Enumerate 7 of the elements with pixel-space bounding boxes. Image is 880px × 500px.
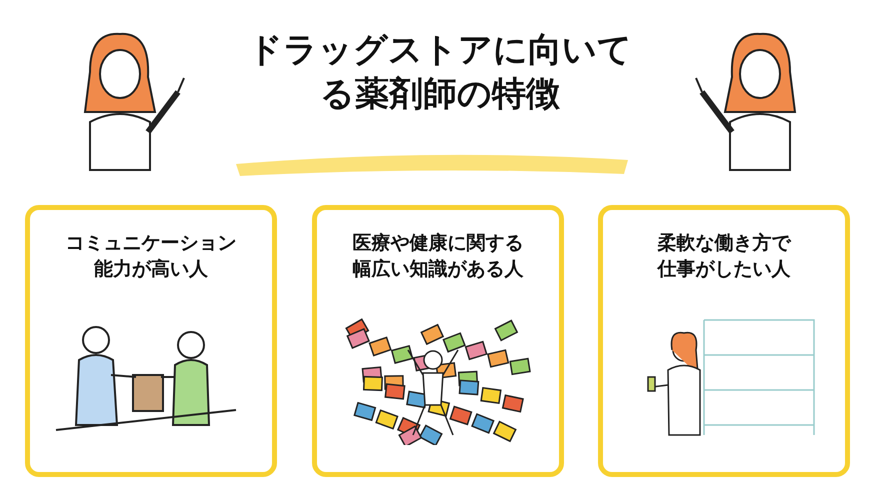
card-heading: 医療や健康に関する幅広い知識がある人	[351, 231, 524, 282]
card-heading: 柔軟な働き方で仕事がしたい人	[656, 231, 792, 282]
feature-card	[25, 205, 277, 477]
title: ドラッグストアに向いてる薬剤師の特徴	[246, 29, 633, 116]
feature-card	[598, 205, 850, 477]
card-heading: コミュニケーション能力が高い人	[64, 231, 238, 282]
feature-card	[312, 205, 564, 477]
